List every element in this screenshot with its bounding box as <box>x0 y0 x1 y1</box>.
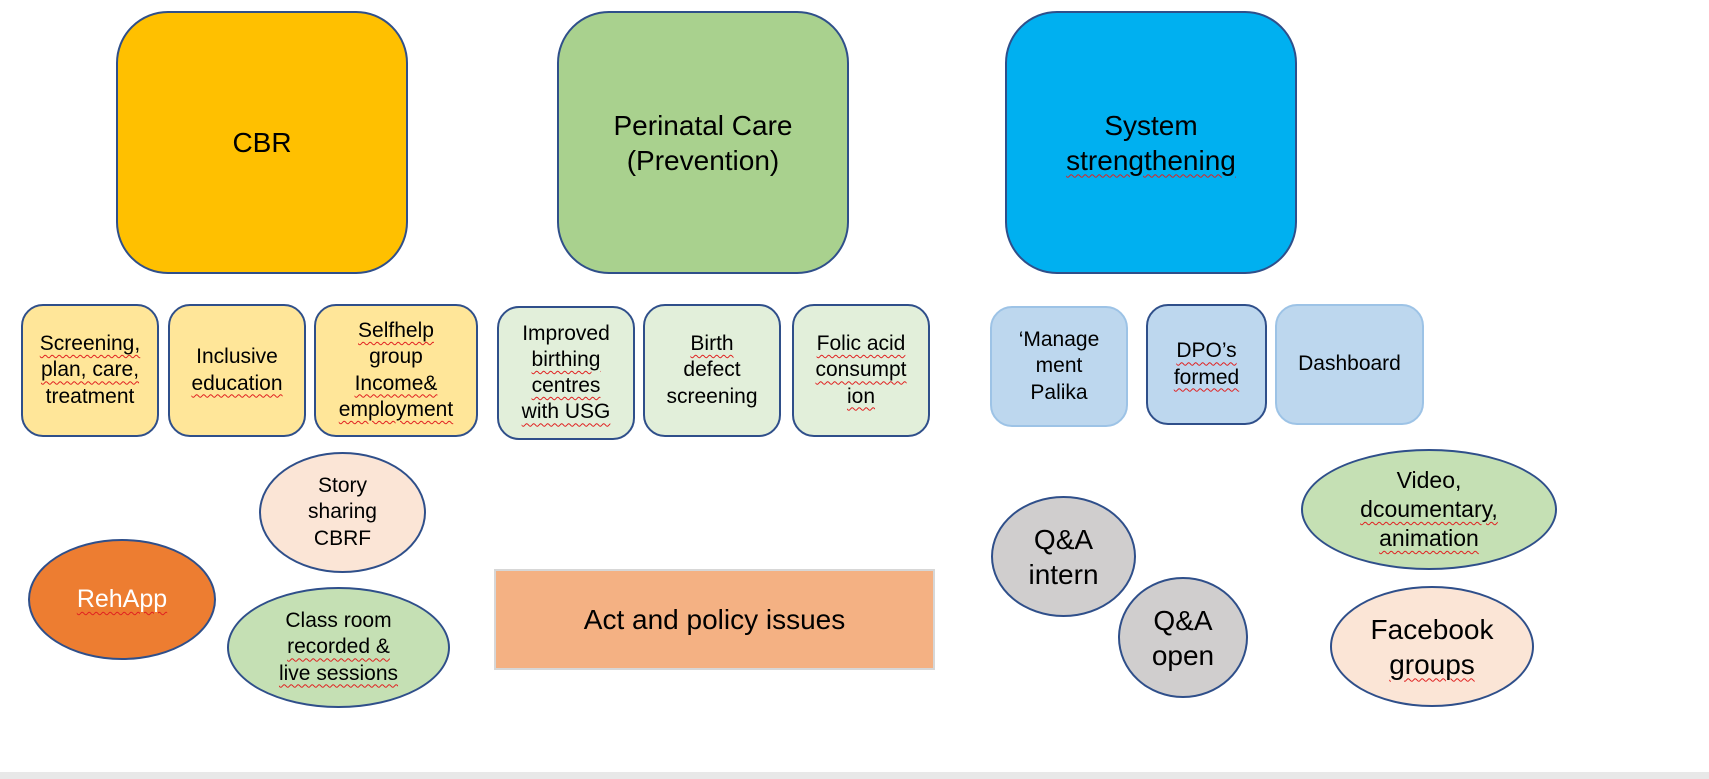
screening-plan-care-box[interactable]: Screening, plan, care, treatment <box>21 304 159 437</box>
perinatal-pillar-line2: (Prevention) <box>626 144 780 176</box>
classroom-sessions-oval[interactable]: Class room recorded & live sessions <box>227 587 450 708</box>
perinatal-pillar-line1: Perinatal Care <box>613 109 793 141</box>
dashboard-box[interactable]: Dashboard <box>1275 304 1424 425</box>
folic-line1: Folic acid <box>816 332 906 356</box>
management-line2: ment <box>1035 354 1083 378</box>
screening-line2-text: plan, care, <box>40 358 140 382</box>
facebook-line1: Facebook <box>1370 613 1494 645</box>
folic-line2: consumpt <box>815 358 907 382</box>
birth-defect-line1: Birth <box>690 332 734 356</box>
birthing-line2: birthing <box>531 347 601 371</box>
inclusive-line2: education <box>191 371 283 395</box>
story-sharing-oval[interactable]: Story sharing CBRF <box>259 452 426 573</box>
cbr-pillar-label: CBR <box>232 127 292 158</box>
rehapp-oval[interactable]: RehApp <box>28 539 216 660</box>
bottom-scroll-strip <box>0 772 1709 779</box>
video-documentary-oval[interactable]: Video, dcoumentary, animation <box>1301 449 1557 570</box>
qa-intern-oval[interactable]: Q&A intern <box>991 496 1136 617</box>
dpo-line1: DPO’s <box>1176 339 1237 363</box>
birth-defect-screening-box[interactable]: Birth defect screening <box>643 304 781 437</box>
perinatal-care-pillar[interactable]: Perinatal Care (Prevention) <box>557 11 849 274</box>
dashboard-label: Dashboard <box>1298 352 1401 376</box>
act-policy-box[interactable]: Act and policy issues <box>494 569 935 670</box>
classroom-line1: Class room <box>285 609 392 633</box>
video-line1: Video, <box>1396 467 1462 494</box>
birthing-line1: Improved <box>522 321 610 345</box>
management-palika-box[interactable]: ‘Manage ment Palika <box>990 306 1128 427</box>
screening-line2: plan, care, <box>41 357 139 383</box>
story-line2: sharing <box>308 500 377 524</box>
system-pillar-line1: System <box>1104 109 1198 141</box>
qa-open-line2: open <box>1151 639 1215 671</box>
selfhelp-line1: Selfhelp <box>358 319 434 342</box>
improved-birthing-centres-box[interactable]: Improved birthing centres with USG <box>497 306 635 440</box>
cbr-pillar[interactable]: CBR <box>116 11 408 274</box>
selfhelp-line3: Income& <box>354 371 438 395</box>
inclusive-line1: Inclusive <box>196 345 278 369</box>
management-line3: Palika <box>1030 380 1088 404</box>
rehapp-label: RehApp <box>76 584 168 613</box>
system-pillar-line2: strengthening <box>1066 144 1236 176</box>
facebook-groups-oval[interactable]: Facebook groups <box>1330 586 1534 707</box>
screening-line3: treatment <box>45 384 135 408</box>
birth-defect-line3: screening <box>666 384 758 408</box>
birth-defect-line2: defect <box>683 358 741 382</box>
facebook-line2: groups <box>1389 648 1475 680</box>
classroom-line2: recorded & <box>287 635 390 659</box>
dpos-formed-box[interactable]: DPO’s formed <box>1146 304 1267 425</box>
story-line3: CBRF <box>313 526 372 550</box>
qa-open-line1: Q&A <box>1153 604 1213 636</box>
birthing-line4: with USG <box>521 400 611 424</box>
qa-intern-line2: intern <box>1028 558 1099 590</box>
screening-line1: Screening, <box>39 332 141 356</box>
qa-open-oval[interactable]: Q&A open <box>1118 577 1248 698</box>
video-line2: dcoumentary, <box>1360 496 1498 523</box>
folic-acid-box[interactable]: Folic acid consumpt ion <box>792 304 930 437</box>
video-line3: animation <box>1379 524 1479 551</box>
classroom-line3: live sessions <box>278 661 399 685</box>
qa-intern-line1: Q&A <box>1033 523 1094 555</box>
inclusive-education-box[interactable]: Inclusive education <box>168 304 306 437</box>
story-line1: Story <box>317 474 367 498</box>
management-line1: ‘Manage <box>1018 328 1100 352</box>
system-strengthening-pillar[interactable]: System strengthening <box>1005 11 1297 274</box>
selfhelp-line2: group <box>369 345 423 369</box>
dpo-line2: formed <box>1173 365 1240 389</box>
birthing-line3: centres <box>531 374 601 397</box>
folic-line3: ion <box>846 384 876 408</box>
selfhelp-line4: employment <box>338 397 454 421</box>
act-policy-label: Act and policy issues <box>583 604 846 635</box>
selfhelp-group-box[interactable]: Selfhelp group Income& employment <box>314 304 478 437</box>
